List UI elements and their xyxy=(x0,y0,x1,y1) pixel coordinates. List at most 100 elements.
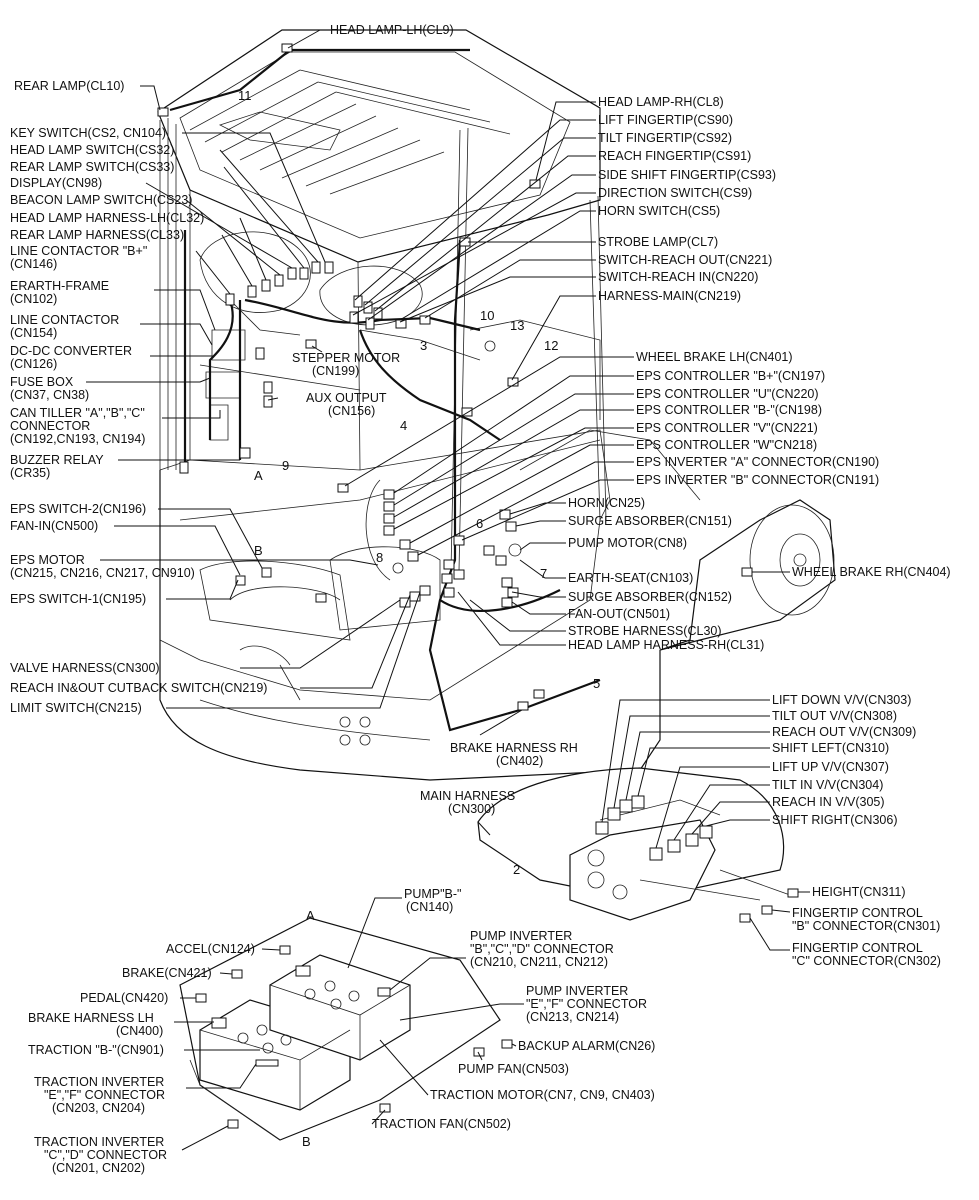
callout-a-top: A xyxy=(254,468,263,483)
label-pump-fan: PUMP FAN(CN503) xyxy=(458,1062,569,1076)
label-buzzer-relay: BUZZER RELAY xyxy=(10,453,104,467)
label-switch-reach-out: SWITCH-REACH OUT(CN221) xyxy=(598,253,772,267)
label-strobe-harness: STROBE HARNESS(CL30) xyxy=(568,624,722,638)
label-eps-switch-2: EPS SWITCH-2(CN196) xyxy=(10,502,146,516)
label-pump-inverter-bcd-code: (CN210, CN211, CN212) xyxy=(470,955,608,969)
label-reach-cutback: REACH IN&OUT CUTBACK SWITCH(CN219) xyxy=(10,681,267,695)
label-can-tiller-code: (CN192,CN193, CN194) xyxy=(10,432,145,446)
callout-b-top: B xyxy=(254,543,263,558)
label-eps-controller-w: EPS CONTROLLER "W"CN218) xyxy=(636,438,817,452)
label-pump-inverter-ef-connector: "E","F" CONNECTOR xyxy=(526,997,647,1011)
callout-3: 3 xyxy=(420,338,427,353)
connector-blocks xyxy=(157,43,753,711)
label-lift-fingertip: LIFT FINGERTIP(CS90) xyxy=(598,113,733,127)
label-valve-harness: VALVE HARNESS(CN300) xyxy=(10,661,160,675)
label-reach-fingertip: REACH FINGERTIP(CS91) xyxy=(598,149,751,163)
label-stepper-motor: STEPPER MOTOR xyxy=(292,351,400,365)
label-line-contactor-code: (CN154) xyxy=(10,326,57,340)
label-head-lamp-rh: HEAD LAMP-RH(CL8) xyxy=(598,95,724,109)
label-aux-output-code: (CN156) xyxy=(328,404,375,418)
callout-7: 7 xyxy=(540,566,547,581)
label-traction-inverter-ef: TRACTION INVERTER xyxy=(34,1075,164,1089)
label-main-harness-code: (CN300) xyxy=(448,802,495,816)
label-backup-alarm: BACKUP ALARM(CN26) xyxy=(518,1039,655,1053)
label-line-contactor-b-code: (CN146) xyxy=(10,257,57,271)
label-lift-up-vv: LIFT UP V/V(CN307) xyxy=(772,760,889,774)
label-strobe-lamp: STROBE LAMP(CL7) xyxy=(598,235,718,249)
label-beacon-lamp-switch: BEACON LAMP SWITCH(CS23) xyxy=(10,193,192,207)
label-earth-seat: EARTH-SEAT(CN103) xyxy=(568,571,693,585)
label-direction-switch: DIRECTION SWITCH(CS9) xyxy=(598,186,752,200)
callout-10: 10 xyxy=(480,308,494,323)
label-rear-lamp-harness: REAR LAMP HARNESS(CL33) xyxy=(10,228,184,242)
label-reach-in-vv: REACH IN V/V(305) xyxy=(772,795,885,809)
label-tilt-fingertip: TILT FINGERTIP(CS92) xyxy=(598,131,732,145)
label-eps-motor-code: (CN215, CN216, CN217, CN910) xyxy=(10,566,195,580)
label-brake: BRAKE(CN421) xyxy=(122,966,212,980)
label-can-tiller-connector: CONNECTOR xyxy=(10,419,90,433)
label-surge-absorber-151: SURGE ABSORBER(CN151) xyxy=(568,514,732,528)
label-brake-harness-rh-code: (CN402) xyxy=(496,754,543,768)
label-limit-switch: LIMIT SWITCH(CN215) xyxy=(10,701,142,715)
label-lift-down-vv: LIFT DOWN V/V(CN303) xyxy=(772,693,911,707)
label-switch-reach-in: SWITCH-REACH IN(CN220) xyxy=(598,270,758,284)
label-fuse-box: FUSE BOX xyxy=(10,375,74,389)
label-reach-out-vv: REACH OUT V/V(CN309) xyxy=(772,725,916,739)
label-fingertip-b: FINGERTIP CONTROL xyxy=(792,906,923,920)
controller-detail xyxy=(179,917,513,1141)
label-eps-controller-u: EPS CONTROLLER "U"(CN220) xyxy=(636,387,819,401)
label-fingertip-c-code: "C" CONNECTOR(CN302) xyxy=(792,954,941,968)
label-traction-inverter-cd-connector: "C","D" CONNECTOR xyxy=(44,1148,167,1162)
callout-8: 8 xyxy=(376,550,383,565)
label-traction-inverter-ef-code: (CN203, CN204) xyxy=(52,1101,145,1115)
callout-4: 4 xyxy=(400,418,407,433)
label-harness-main: HARNESS-MAIN(CN219) xyxy=(598,289,741,303)
label-aux-output: AUX OUTPUT xyxy=(306,391,387,405)
label-surge-absorber-152: SURGE ABSORBER(CN152) xyxy=(568,590,732,604)
label-eps-switch-1: EPS SWITCH-1(CN195) xyxy=(10,592,146,606)
callout-b-bottom: B xyxy=(302,1134,311,1149)
label-head-lamp-harness-rh: HEAD LAMP HARNESS-RH(CL31) xyxy=(568,638,764,652)
callout-12: 12 xyxy=(544,338,558,353)
label-side-shift-fingertip: SIDE SHIFT FINGERTIP(CS93) xyxy=(598,168,776,182)
label-dcdc-converter-code: (CN126) xyxy=(10,357,57,371)
label-shift-right: SHIFT RIGHT(CN306) xyxy=(772,813,897,827)
callout-9: 9 xyxy=(282,458,289,473)
label-traction-inverter-ef-connector: "E","F" CONNECTOR xyxy=(44,1088,165,1102)
label-dcdc-converter: DC-DC CONVERTER xyxy=(10,344,132,358)
callout-numbers: 11 10 13 3 12 4 9 A 6 B 8 7 5 2 A B xyxy=(238,88,600,1149)
label-eps-controller-v: EPS CONTROLLER "V"(CN221) xyxy=(636,421,818,435)
label-pump-motor: PUMP MOTOR(CN8) xyxy=(568,536,687,550)
label-traction-inverter-cd-code: (CN201, CN202) xyxy=(52,1161,145,1175)
truck-body xyxy=(157,29,836,781)
component-labels: HEAD LAMP-LH(CL9) REAR LAMP(CL10) KEY SW… xyxy=(10,23,951,1175)
label-wheel-brake-lh: WHEEL BRAKE LH(CN401) xyxy=(636,350,793,364)
label-traction-bminus: TRACTION "B-"(CN901) xyxy=(28,1043,164,1057)
label-eps-controller-bminus: EPS CONTROLLER "B-"(CN198) xyxy=(636,403,822,417)
label-pump-bminus-code: (CN140) xyxy=(406,900,453,914)
label-head-lamp-switch: HEAD LAMP SWITCH(CS32) xyxy=(10,143,174,157)
label-wheel-brake-rh: WHEEL BRAKE RH(CN404) xyxy=(792,565,951,579)
label-eps-controller-bplus: EPS CONTROLLER "B+"(CN197) xyxy=(636,369,825,383)
label-fingertip-b-code: "B" CONNECTOR(CN301) xyxy=(792,919,940,933)
label-eps-inverter-a: EPS INVERTER "A" CONNECTOR(CN190) xyxy=(636,455,879,469)
label-shift-left: SHIFT LEFT(CN310) xyxy=(772,741,889,755)
label-erarth-frame: ERARTH-FRAME xyxy=(10,279,109,293)
callout-6: 6 xyxy=(476,516,483,531)
callout-13: 13 xyxy=(510,318,524,333)
label-pedal: PEDAL(CN420) xyxy=(80,991,168,1005)
label-fingertip-c: FINGERTIP CONTROL xyxy=(792,941,923,955)
label-line-contactor-b: LINE CONTACTOR "B+" xyxy=(10,244,147,258)
label-pump-inverter-bcd: PUMP INVERTER xyxy=(470,929,572,943)
label-key-switch: KEY SWITCH(CS2, CN104) xyxy=(10,126,166,140)
label-head-lamp-lh: HEAD LAMP-LH(CL9) xyxy=(330,23,454,37)
label-rear-lamp-switch: REAR LAMP SWITCH(CS33) xyxy=(10,160,174,174)
label-main-harness: MAIN HARNESS xyxy=(420,789,515,803)
label-horn: HORN(CN25) xyxy=(568,496,645,510)
label-traction-fan: TRACTION FAN(CN502) xyxy=(372,1117,511,1131)
callout-a-bottom: A xyxy=(306,908,315,923)
label-brake-harness-rh: BRAKE HARNESS RH xyxy=(450,741,578,755)
label-tilt-out-vv: TILT OUT V/V(CN308) xyxy=(772,709,897,723)
label-horn-switch: HORN SWITCH(CS5) xyxy=(598,204,720,218)
label-head-lamp-harness-lh: HEAD LAMP HARNESS-LH(CL32) xyxy=(10,211,204,225)
